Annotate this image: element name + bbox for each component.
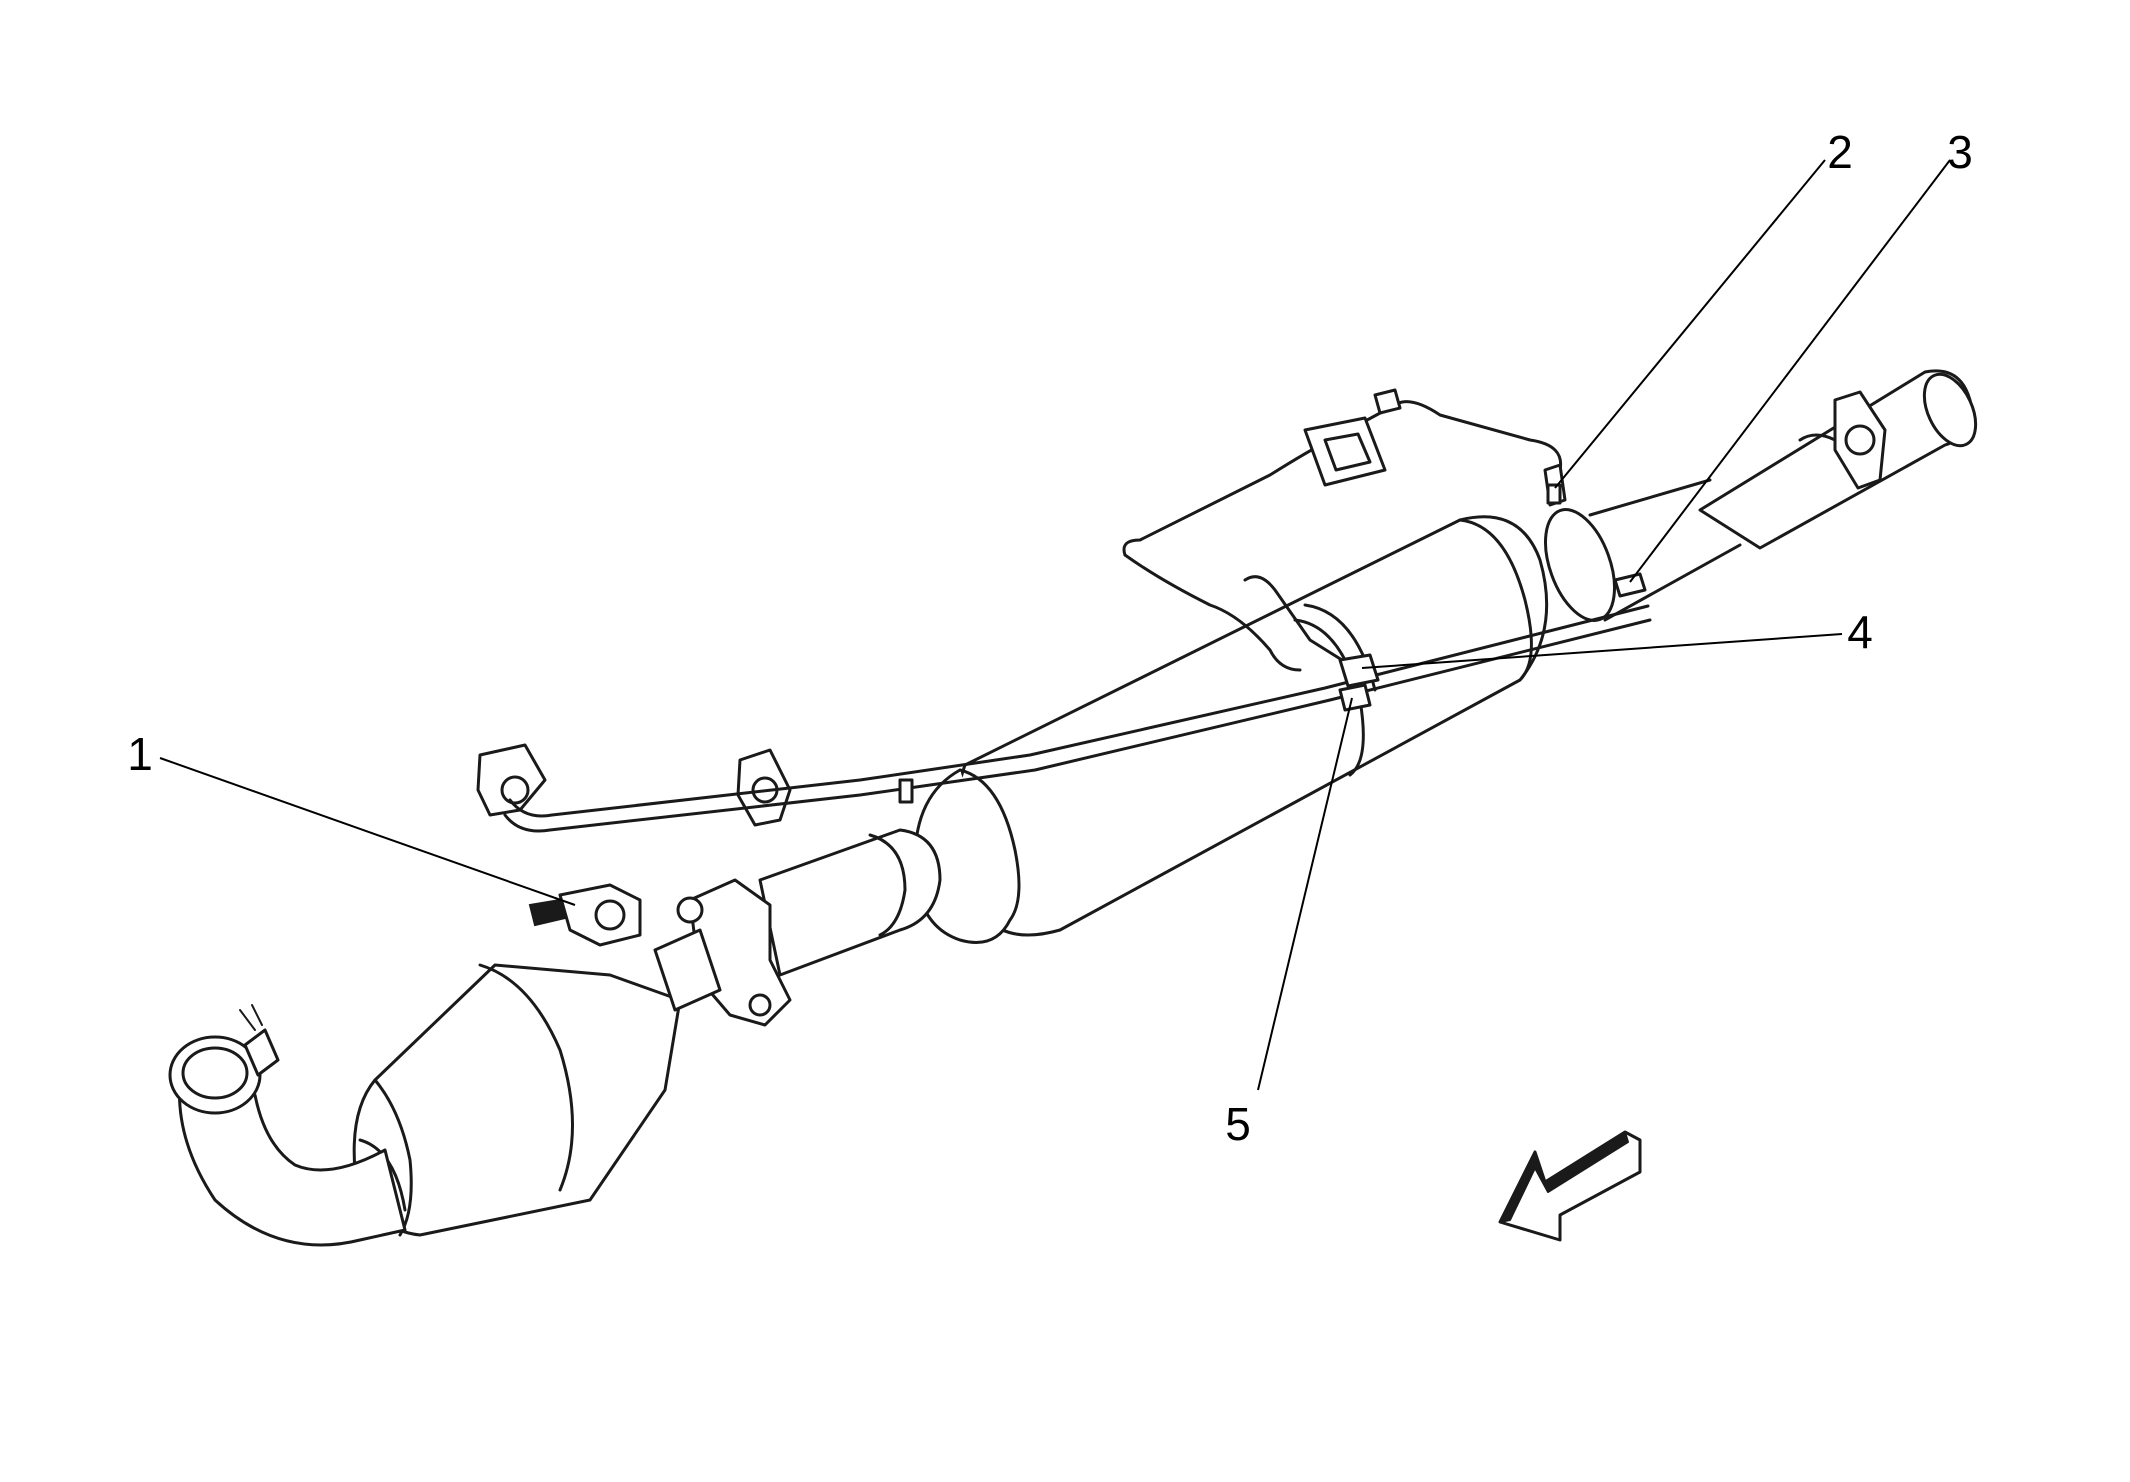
leader-line-1 bbox=[159, 757, 576, 906]
front-hanger-bracket bbox=[476, 743, 547, 817]
catalytic-converter bbox=[352, 963, 682, 1237]
intermediate-pipe bbox=[758, 828, 942, 977]
converter-outlet-flange bbox=[653, 878, 792, 1027]
front-direction-arrow-icon bbox=[1498, 1130, 1642, 1242]
leader-line-2 bbox=[1554, 159, 1826, 489]
callout-2: 2 bbox=[1827, 126, 1853, 178]
rear-hanger-bracket bbox=[1798, 390, 1887, 490]
sensor-4 bbox=[1338, 653, 1380, 688]
sensor-tube bbox=[503, 604, 1652, 833]
inlet-elbow-pipe bbox=[168, 1004, 407, 1247]
callout-5: 5 bbox=[1225, 1098, 1251, 1150]
callout-1: 1 bbox=[127, 728, 153, 780]
sensor-3 bbox=[1613, 572, 1647, 598]
callout-4: 4 bbox=[1847, 606, 1873, 658]
leader-lines bbox=[159, 159, 1951, 1091]
sensor-5 bbox=[1338, 683, 1372, 712]
sensor-1-exhaust-temperature bbox=[528, 883, 642, 947]
tail-pipe bbox=[1698, 369, 1978, 550]
particulate-filter-canister bbox=[913, 478, 1742, 944]
callouts: 1 2 3 4 5 bbox=[127, 126, 1973, 1150]
leader-line-4 bbox=[1361, 633, 1843, 669]
callout-3: 3 bbox=[1947, 126, 1973, 178]
sensor-2 bbox=[1546, 483, 1562, 505]
leader-line-5 bbox=[1257, 697, 1353, 1091]
leader-line-3 bbox=[1629, 159, 1951, 583]
